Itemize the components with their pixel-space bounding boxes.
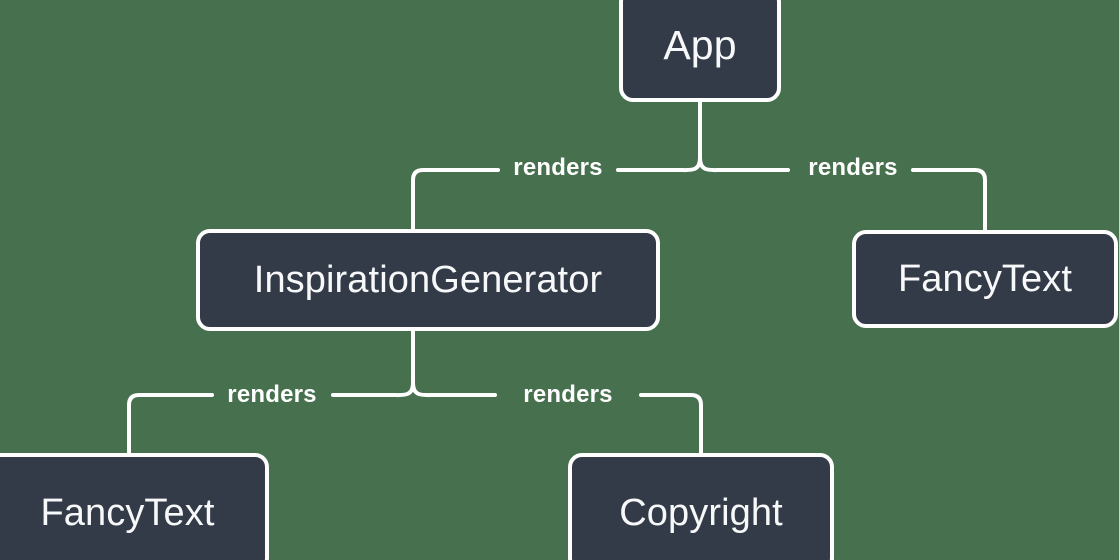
node-copyright-label: Copyright bbox=[619, 491, 783, 534]
node-inspiration-generator-label: InspirationGenerator bbox=[253, 259, 603, 301]
edge-ig-junction-right bbox=[411, 381, 497, 398]
edge-app-to-fancytext-right bbox=[911, 168, 987, 232]
edge-label-app-to-inspirationgenerator: renders bbox=[513, 154, 603, 181]
node-app-label: App bbox=[663, 21, 737, 68]
node-fancytext-right-label: FancyText bbox=[897, 258, 1073, 300]
edge-label-inspirationgenerator-to-copyright: renders bbox=[523, 381, 613, 408]
edge-ig-to-copyright bbox=[639, 393, 703, 455]
node-fancytext-right[interactable]: FancyText bbox=[852, 230, 1118, 328]
edge-ig-junction-left bbox=[331, 381, 415, 398]
node-fancytext-bottom-label: FancyText bbox=[40, 491, 215, 534]
edge-app-junction-left bbox=[616, 156, 702, 173]
edge-label-app-to-fancytext-right: renders bbox=[808, 154, 898, 181]
edge-label-inspirationgenerator-to-fancytext-bottom: renders bbox=[227, 381, 317, 408]
node-app[interactable]: App bbox=[619, 0, 781, 102]
node-inspiration-generator[interactable]: InspirationGenerator bbox=[196, 229, 660, 331]
node-fancytext-bottom[interactable]: FancyText bbox=[0, 453, 269, 560]
node-copyright[interactable]: Copyright bbox=[568, 453, 834, 560]
edge-app-to-inspirationgenerator bbox=[411, 168, 500, 231]
edge-ig-to-fancytext-bottom bbox=[127, 393, 214, 455]
edge-app-junction-right bbox=[698, 156, 790, 173]
